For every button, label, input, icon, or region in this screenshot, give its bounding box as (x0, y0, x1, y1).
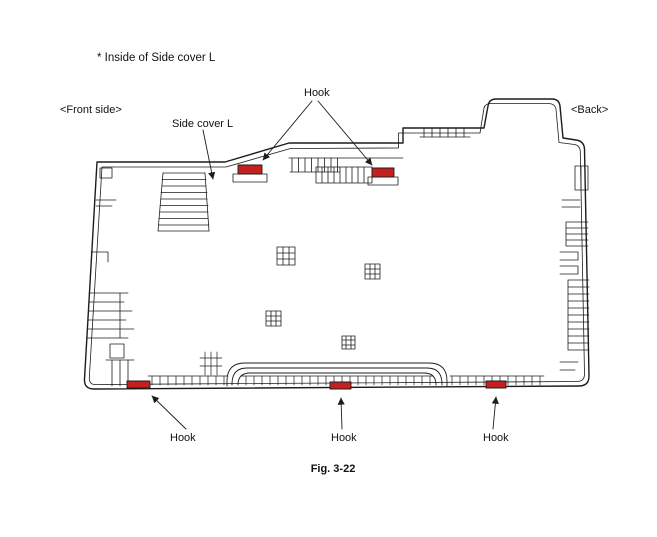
bottom-left-ticks (147, 375, 229, 386)
bottom-edge-ticks (147, 351, 545, 386)
screw-boss (276, 246, 296, 266)
bottom-right-ticks (449, 375, 545, 386)
screw-boss (364, 263, 381, 280)
arrow-hook-top-right (317, 100, 373, 166)
right-top-slot (561, 165, 589, 208)
label-back: <Back> (571, 104, 608, 116)
hook-highlights (126, 164, 507, 390)
top-hook-base-right (367, 176, 399, 186)
label-hook-bottom-left: Hook (170, 432, 196, 444)
bottom-left-column (199, 351, 223, 376)
vent-grill-sides (157, 172, 210, 232)
top-left-details (90, 167, 117, 263)
top-edge-ticks (419, 127, 471, 138)
arrow-hook-top-left (262, 100, 313, 161)
figure-caption: Fig. 3-22 (311, 463, 356, 475)
arrow-hook-bottom-center (337, 397, 345, 430)
right-side-details (559, 165, 590, 371)
hook-highlight-bottom-right (485, 380, 507, 389)
right-brackets (559, 251, 579, 275)
middle-comb-ticks (289, 157, 341, 173)
left-side-details (86, 292, 135, 387)
screw-bosses (265, 246, 381, 350)
left-rib-comb (86, 292, 135, 339)
figure-title: * Inside of Side cover L (97, 52, 216, 64)
vent-grill (157, 172, 210, 232)
vent-grill-slats (157, 172, 210, 232)
right-lower-marks (559, 361, 579, 371)
hook-highlight-top-right (371, 167, 395, 178)
middle-tick-box (315, 166, 373, 184)
cover-outer-outline (83, 98, 590, 390)
top-middle-details (232, 157, 404, 186)
duct-band-outer (226, 362, 448, 387)
label-hook-top: Hook (304, 87, 330, 99)
screw-boss (265, 310, 282, 327)
hook-highlight-bottom-center (329, 381, 352, 390)
right-upper-slats (565, 221, 589, 247)
label-hook-bottom-center: Hook (331, 432, 357, 444)
left-lower-bracket (105, 343, 135, 387)
hook-highlight-bottom-left (126, 380, 151, 389)
bottom-duct (226, 362, 448, 387)
duct-band-inner (237, 372, 437, 386)
arrow-hook-bottom-right (491, 396, 499, 430)
cover-inner-outline (88, 103, 585, 385)
label-side-cover: Side cover L (172, 118, 233, 130)
right-ladder (567, 279, 590, 351)
line-art (83, 98, 590, 430)
hook-highlight-top-left (237, 164, 263, 175)
screw-boss (341, 335, 356, 350)
arrow-side-cover (202, 129, 216, 180)
label-hook-bottom-right: Hook (483, 432, 509, 444)
duct-band-middle (231, 367, 443, 386)
annotation-arrows (151, 100, 499, 430)
duct-ticks (240, 375, 434, 386)
arrow-hook-bottom-left (151, 395, 187, 430)
top-hook-base-left (232, 173, 268, 183)
label-front-side: <Front side> (60, 104, 122, 116)
